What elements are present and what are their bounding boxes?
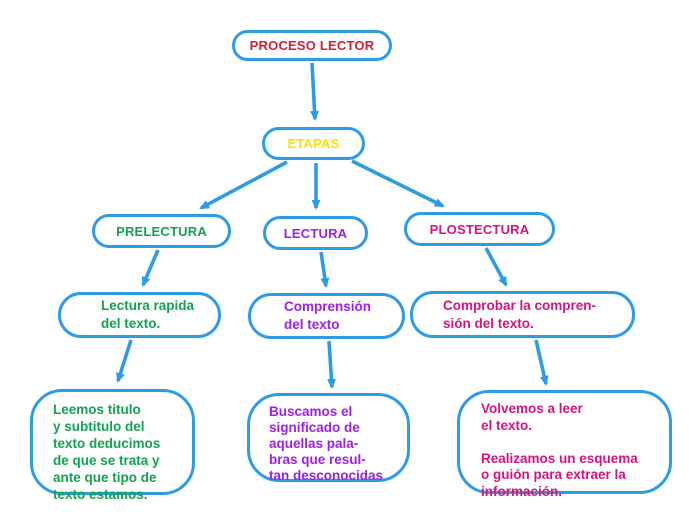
node-lectura: LECTURA <box>263 216 368 250</box>
arrow-plostectura-step-to-detail <box>534 339 549 386</box>
arrow-etapas-to-plostectura <box>351 159 445 208</box>
node-lectura-step-text: Comprensión del texto <box>284 299 372 332</box>
node-prelectura-label: PRELECTURA <box>116 223 207 239</box>
node-plostectura-detail: Volvemos a leer el texto. Realizamos un … <box>457 390 672 499</box>
node-proceso-lector: PROCESO LECTOR <box>232 30 392 61</box>
node-lectura-label: LECTURA <box>283 225 348 241</box>
arrow-prelectura-to-step <box>141 249 160 287</box>
arrow-etapas-to-prelectura <box>199 160 288 210</box>
node-plostectura-step-text: Comprobar la compren- sión del texto. <box>443 297 597 331</box>
node-prelectura: PRELECTURA <box>92 214 231 248</box>
node-prelectura-detail: Leemos titulo y subtitulo del texto dedu… <box>30 389 195 502</box>
node-plostectura: PLOSTECTURA <box>404 212 555 246</box>
arrow-prelectura-step-to-detail <box>116 339 133 383</box>
node-proceso-lector-label: PROCESO LECTOR <box>249 38 375 53</box>
node-lectura-step: Comprensión del texto <box>248 293 405 339</box>
node-etapas-label: ETAPAS <box>287 136 340 151</box>
node-plostectura-step: Comprobar la compren- sión del texto. <box>410 291 635 338</box>
node-etapas: ETAPAS <box>262 127 365 160</box>
arrow-plostectura-to-step <box>484 247 508 287</box>
node-prelectura-step: Lectura rapida del texto. <box>58 292 221 338</box>
arrow-lectura-to-step <box>319 251 330 288</box>
node-prelectura-detail-text: Leemos titulo y subtitulo del texto dedu… <box>53 402 161 502</box>
node-plostectura-detail-text: Volvemos a leer el texto. Realizamos un … <box>481 401 638 499</box>
arrow-root-to-etapas <box>310 62 320 121</box>
node-lectura-detail: Buscamos el significado de aquellas pala… <box>247 393 410 483</box>
node-plostectura-label: PLOSTECTURA <box>429 221 530 237</box>
node-lectura-detail-text: Buscamos el significado de aquellas pala… <box>269 404 384 483</box>
arrow-lectura-step-to-detail <box>326 340 336 389</box>
node-prelectura-step-text: Lectura rapida del texto. <box>101 298 195 331</box>
